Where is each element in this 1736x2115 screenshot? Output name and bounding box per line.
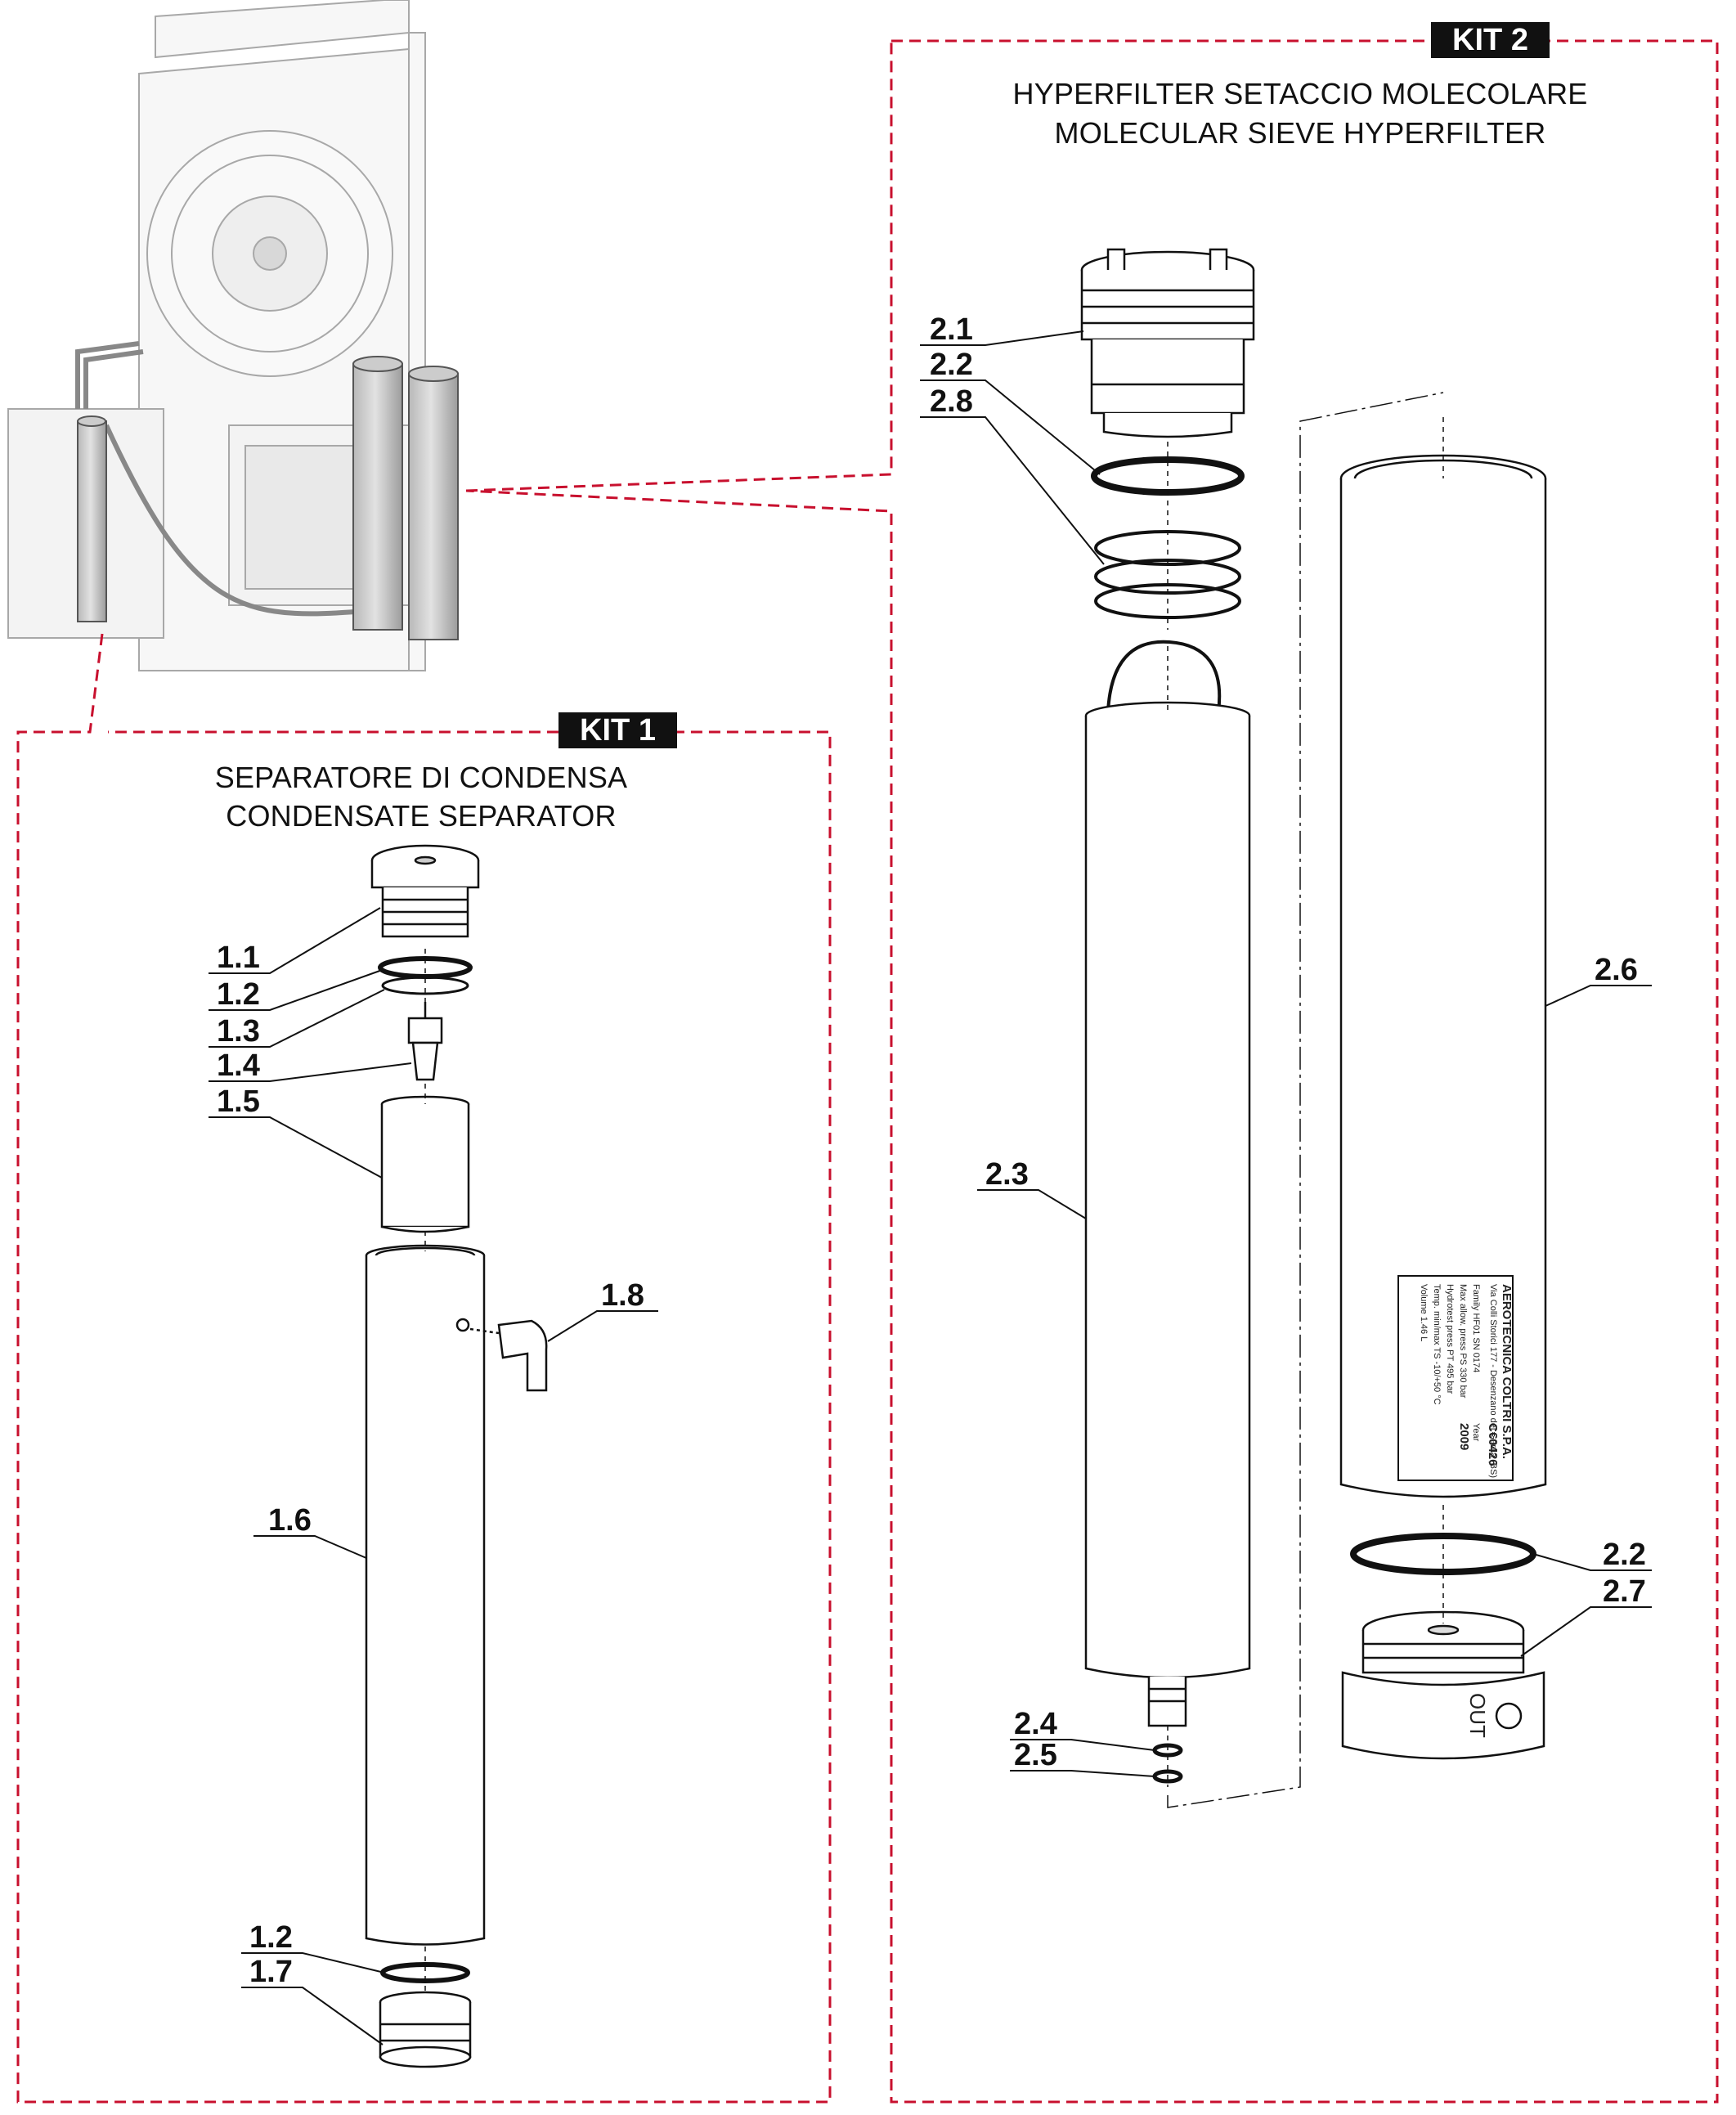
part-label-1-2: 1.2	[217, 977, 260, 1012]
part-label-2-7: 2.7	[1603, 1574, 1646, 1609]
part-label-1-7: 1.7	[249, 1955, 293, 1989]
part-label-1-4: 1.4	[217, 1049, 260, 1083]
part-label-2-8: 2.8	[930, 384, 973, 419]
kit2-labels: 2.1 2.2 2.8 2.3 2.4 2.5 2.6 2.2 2.7	[930, 312, 1646, 1772]
part-label-2-2-bottom: 2.2	[1603, 1538, 1646, 1572]
out-port-label: OUT	[1465, 1693, 1490, 1738]
kit1-title-it: SEPARATORE DI CONDENSA	[214, 761, 628, 794]
kit1-badge: KIT 1	[558, 712, 677, 748]
part-label-1-8: 1.8	[601, 1278, 644, 1313]
nameplate-row4: Temp. min/max TS -10/+50 °C	[1432, 1284, 1442, 1405]
kit1-title-en: CONDENSATE SEPARATOR	[226, 799, 617, 833]
nameplate-company: AEROTECNICA COLTRI S.P.A.	[1500, 1284, 1514, 1459]
part-label-2-4: 2.4	[1014, 1707, 1057, 1741]
kit2-leaders	[920, 330, 1652, 1777]
nameplate-row5: Volume 1.46 L	[1419, 1284, 1429, 1341]
kit-frames	[16, 39, 1719, 2104]
part-label-2-5: 2.5	[1014, 1738, 1057, 1772]
kit1-labels: 1.1 1.2 1.3 1.4 1.5 1.6 1.8 1.2 1.7	[217, 941, 644, 1989]
nameplate: AEROTECNICA COLTRI S.P.A. C€0426 Via Col…	[1419, 1284, 1514, 1478]
kit1-parts	[365, 844, 548, 2068]
part-label-2-3: 2.3	[985, 1157, 1029, 1192]
part-label-1-2-bottom: 1.2	[249, 1920, 293, 1955]
nameplate-mark: C€0426	[1486, 1423, 1500, 1466]
kit2-title-en: MOLECULAR SIEVE HYPERFILTER	[1054, 116, 1546, 150]
nameplate-year: 2009	[1457, 1423, 1471, 1450]
kit2-parts	[1080, 248, 1547, 1808]
kit2-badge: KIT 2	[1431, 22, 1550, 58]
nameplate-row3: Hydrotest press PT 495 bar	[1445, 1284, 1455, 1394]
overview-cylinders	[77, 356, 459, 640]
part-label-2-6: 2.6	[1595, 953, 1638, 987]
part-label-1-3: 1.3	[217, 1014, 260, 1049]
nameplate-row2: Max allow. press PS 330 bar	[1458, 1284, 1468, 1399]
kit2-title-it: HYPERFILTER SETACCIO MOLECOLARE	[1012, 77, 1588, 110]
nameplate-row1: Family HF01 SN 0174	[1471, 1284, 1481, 1372]
part-label-1-1: 1.1	[217, 941, 260, 975]
nameplate-year-label: Year	[1471, 1423, 1481, 1442]
kit1-leaders	[209, 907, 658, 2045]
part-label-2-2: 2.2	[930, 348, 973, 382]
part-label-2-1: 2.1	[930, 312, 973, 347]
nameplate-address: Via Colli Storici 177 - Desenzano del Ga…	[1488, 1284, 1498, 1478]
part-label-1-5: 1.5	[217, 1084, 260, 1119]
part-label-1-6: 1.6	[268, 1503, 312, 1538]
